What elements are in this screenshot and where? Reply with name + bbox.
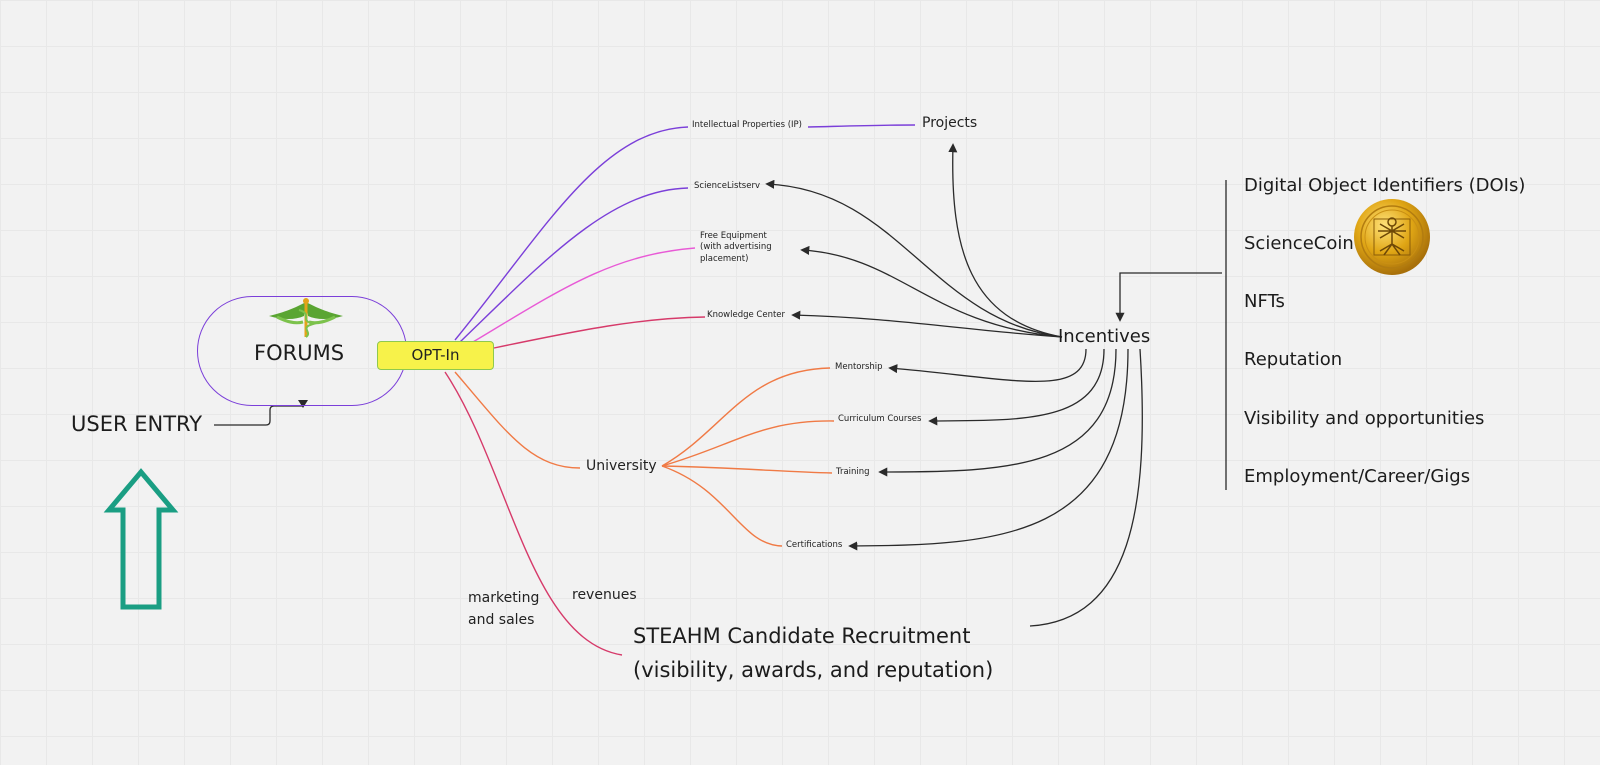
incentive-item-dois: Digital Object Identifiers (DOIs)	[1244, 175, 1526, 196]
forums-label: FORUMS	[254, 341, 345, 365]
incentives-label: Incentives	[1058, 326, 1151, 347]
sciencecoin-icon	[1354, 199, 1430, 275]
recruitment-label-line1: STEAHM Candidate Recruitment	[633, 624, 971, 648]
knowledge-center-label: Knowledge Center	[707, 310, 786, 320]
edge-userentry-forums	[214, 405, 303, 426]
marketing-label: marketing and sales	[468, 590, 540, 629]
up-arrow-icon	[103, 468, 179, 610]
edge-university-curriculum	[661, 420, 835, 467]
edge-university-training	[661, 465, 833, 474]
arrow-incentives-projects	[948, 143, 1063, 338]
arrow-incentives-knowledge	[791, 310, 1063, 338]
certifications-label: Certifications	[786, 540, 843, 550]
incentive-item-visibility: Visibility and opportunities	[1244, 408, 1485, 429]
recruitment-label-line2: (visibility, awards, and reputation)	[633, 658, 994, 682]
free-equipment-label: Free Equipment (with advertising placeme…	[700, 231, 772, 264]
edge-optin-listserv	[459, 187, 689, 343]
ip-label: Intellectual Properties (IP)	[692, 120, 802, 130]
incentive-item-reputation: Reputation	[1244, 349, 1343, 370]
edge-optin-knowledge	[493, 316, 706, 349]
edge-optin-recruitment	[444, 371, 623, 656]
listserv-label: ScienceListserv	[694, 181, 760, 191]
edge-optin-ip	[454, 126, 689, 341]
edge-incentives-recruitment	[1029, 348, 1143, 627]
forums-entry-arrowhead	[298, 400, 308, 408]
university-label: University	[586, 458, 657, 474]
incentive-item-nfts: NFTs	[1244, 291, 1285, 312]
caduceus-logo-icon	[269, 298, 343, 338]
arrow-incentives-listserv	[765, 179, 1063, 338]
incentive-item-sciencecoin: ScienceCoin	[1244, 233, 1354, 254]
mentorship-label: Mentorship	[835, 362, 883, 372]
curriculum-label: Curriculum Courses	[838, 414, 922, 424]
incentive-item-employment: Employment/Career/Gigs	[1244, 466, 1471, 487]
edge-ip-projects	[807, 124, 916, 128]
arrow-incentives-certifications	[848, 348, 1129, 551]
edge-optin-university	[454, 371, 581, 469]
arrow-incentives-equipment	[800, 245, 1063, 338]
training-label: Training	[836, 467, 870, 477]
arrow-incentives-curriculum	[928, 348, 1105, 426]
arrow-list-incentives	[1115, 272, 1222, 322]
edge-university-mentorship	[661, 367, 831, 467]
arrow-incentives-training	[878, 348, 1117, 477]
projects-label: Projects	[922, 115, 978, 131]
revenues-label: revenues	[572, 587, 637, 603]
opt-in-node[interactable]: OPT-In	[377, 341, 494, 370]
edge-optin-equipment	[467, 247, 696, 346]
arrow-incentives-mentorship	[888, 348, 1087, 383]
edge-university-certifications	[661, 465, 783, 547]
user-entry-label: USER ENTRY	[71, 412, 203, 436]
